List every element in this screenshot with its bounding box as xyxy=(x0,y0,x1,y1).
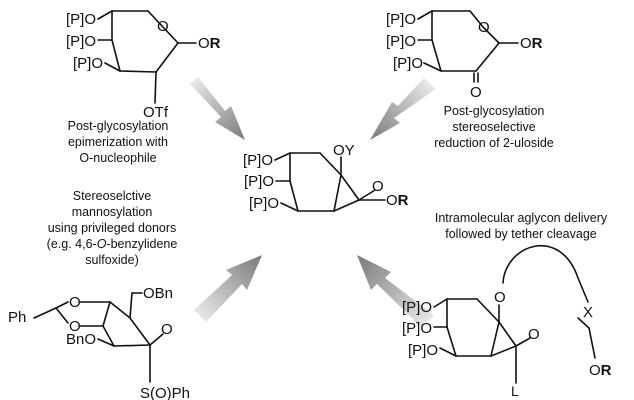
bottom-right-bonds xyxy=(433,245,596,384)
label-bottom-left-line-1: Stereoselctive xyxy=(73,189,152,203)
bottom-left-bonds xyxy=(33,292,164,383)
top-left-bonds xyxy=(97,10,197,104)
bottom-left-acetal-oxygen-1: O xyxy=(69,294,81,311)
bottom-right-leaving-group: L xyxy=(511,383,519,399)
top-left-aglycon: OR xyxy=(198,35,221,52)
label-top-left-line-3: O-nucleophile xyxy=(79,151,156,165)
label-top-left: Post-glycosylation epimerization with O-… xyxy=(68,119,169,165)
bottom-right-c2-oxygen: O xyxy=(494,289,506,306)
label-top-right-line-2: stereoselective xyxy=(452,120,535,134)
top-left-ring-oxygen: O xyxy=(157,18,169,35)
bottom-right-aglycon-r: R xyxy=(601,362,612,379)
bottom-right-protecting-group-2: [P]O xyxy=(402,320,432,337)
center-aglycon-r: R xyxy=(398,192,409,209)
label-top-left-line-1: Post-glycosylation xyxy=(68,119,169,133)
center-protecting-group-1: [P]O xyxy=(243,152,273,169)
top-left-triflate: OTf xyxy=(143,104,169,121)
label-top-right-line-3: reduction of 2-uloside xyxy=(434,136,554,150)
label-bottom-left-line-4: (e.g. 4,6-O-benzylidene xyxy=(47,237,178,251)
top-left-protecting-group-1: [P]O xyxy=(66,11,96,28)
top-left-aglycon-r: R xyxy=(210,35,221,52)
label-bottom-left: Stereoselctive mannosylation using privi… xyxy=(47,189,178,267)
top-right-protecting-group-2: [P]O xyxy=(386,33,416,50)
arrow-top-right xyxy=(370,78,436,140)
bottom-right-protecting-group-3: [P]O xyxy=(408,342,438,359)
bottom-right-linker-x: X xyxy=(583,304,593,321)
arrow-top-left xyxy=(190,77,245,140)
bottom-right-aglycon-o: O xyxy=(589,362,601,379)
center-aglycon-o: O xyxy=(386,192,398,209)
top-left-aglycon-o: O xyxy=(198,35,210,52)
label-bottom-left-line-4-italic: O xyxy=(97,237,107,251)
bottom-right-aglycon: OR xyxy=(589,362,612,379)
bottom-right-protecting-group-1: [P]O xyxy=(402,299,432,316)
label-bottom-right: Intramolecular aglycon delivery followed… xyxy=(435,211,608,241)
bottom-left-bno: BnO xyxy=(66,331,96,348)
label-bottom-left-line-4-pre: (e.g. 4,6- xyxy=(47,237,97,251)
center-ring-oxygen: O xyxy=(372,178,384,195)
arrow-bottom-right xyxy=(357,255,434,328)
center-aglycon: OR xyxy=(386,192,409,209)
center-bonds xyxy=(274,152,386,212)
arrow-bottom-left xyxy=(194,255,262,322)
bottom-left-ring-oxygen: O xyxy=(161,321,173,338)
top-right-carbonyl-oxygen: O xyxy=(470,84,482,101)
bottom-left-phenyl: Ph xyxy=(8,309,26,326)
top-right-aglycon-r: R xyxy=(532,35,543,52)
label-top-left-line-2: epimerization with xyxy=(68,135,168,149)
top-right-bonds xyxy=(417,10,519,83)
bottom-left-acetal-oxygen-2: O xyxy=(69,318,81,335)
center-structure: [P]O [P]O [P]O OY O OR xyxy=(243,142,409,212)
bottom-left-sulfoxide: S(O)Ph xyxy=(140,385,190,400)
top-left-protecting-group-3: [P]O xyxy=(73,55,103,72)
top-right-aglycon: OR xyxy=(520,35,543,52)
center-protecting-group-2: [P]O xyxy=(244,173,274,190)
center-oy: OY xyxy=(333,142,355,159)
top-left-structure: [P]O [P]O [P]O O OR OTf xyxy=(66,10,221,121)
bottom-right-ring-oxygen: O xyxy=(528,326,540,343)
label-bottom-left-line-2: mannosylation xyxy=(72,205,153,219)
bottom-right-structure: [P]O [P]O [P]O O O X OR L xyxy=(402,245,612,399)
label-bottom-right-line-1: Intramolecular aglycon delivery xyxy=(435,211,608,225)
label-bottom-right-line-2: followed by tether cleavage xyxy=(445,227,597,241)
label-top-right: Post-glycosylation stereoselective reduc… xyxy=(434,104,554,150)
bottom-left-structure: Ph O O O OBn BnO S(O)Ph xyxy=(8,285,190,400)
top-right-protecting-group-3: [P]O xyxy=(393,55,423,72)
label-bottom-left-line-5: sulfoxide) xyxy=(85,253,139,267)
label-bottom-left-line-3: using privileged donors xyxy=(48,221,177,235)
top-right-structure: [P]O [P]O [P]O O O OR xyxy=(386,10,543,101)
bottom-left-obn: OBn xyxy=(143,285,173,302)
top-left-protecting-group-2: [P]O xyxy=(66,33,96,50)
label-bottom-left-line-4-post: -benzylidene xyxy=(106,237,177,251)
label-top-right-line-1: Post-glycosylation xyxy=(444,104,545,118)
center-protecting-group-3: [P]O xyxy=(249,195,279,212)
top-right-ring-oxygen: O xyxy=(478,19,490,36)
top-right-protecting-group-1: [P]O xyxy=(386,11,416,28)
top-right-aglycon-o: O xyxy=(520,35,532,52)
